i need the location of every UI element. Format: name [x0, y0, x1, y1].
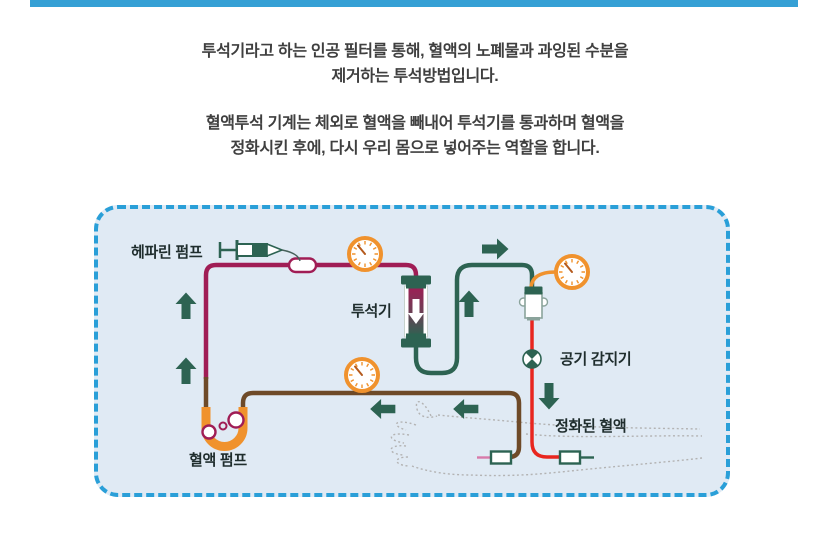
flow-arrow-up-icon [175, 357, 197, 384]
label-purified-blood: 정화된 혈액 [555, 417, 626, 435]
flow-arrow-left-icon [370, 399, 396, 419]
injection-port-icon [287, 257, 318, 274]
label-heparin-pump: 헤파린 펌프 [131, 243, 203, 261]
dialyzer-icon [401, 275, 431, 348]
arterial-line-crimson [203, 262, 419, 379]
hemodialysis-diagram-panel: 헤파린 펌프 투석기 공기 감지기 정화된 혈액 혈액 펌프 [94, 205, 730, 497]
label-air-detector: 공기 감지기 [560, 350, 631, 368]
flow-arrow-right-icon [482, 238, 509, 260]
intro-paragraph-2: 혈액투석 기계는 체외로 혈액을 빼내어 투석기를 통과하며 혈액을 정화시킨 … [0, 111, 830, 161]
intro-paragraph-1-line-2: 제거하는 투석방법입니다. [331, 68, 499, 85]
flow-arrow-up-icon [175, 292, 197, 319]
intro-paragraph-1: 투석기라고 하는 인공 필터를 통해, 혈액의 노폐물과 과잉된 수분을 제거하… [0, 39, 830, 89]
venous-return-line-red [530, 317, 560, 459]
intro-paragraph-2-line-2: 정화시킨 후에, 다시 우리 몸으로 넣어주는 역할을 합니다. [230, 140, 600, 157]
air-detector-valve-icon [522, 349, 542, 369]
label-blood-pump: 혈액 펌프 [189, 451, 247, 469]
arterial-draw-line-brown [240, 390, 522, 460]
pressure-gauge-icon [344, 357, 380, 393]
pressure-gauge-icon [554, 254, 590, 290]
arterial-connector-icon [489, 450, 513, 465]
air-trap-chamber-icon [518, 286, 549, 321]
syringe-icon [218, 240, 301, 262]
hemodialysis-circuit-svg: 헤파린 펌프 투석기 공기 감지기 정화된 혈액 혈액 펌프 [131, 236, 703, 477]
dialyzer-outlet-line-green [413, 262, 535, 376]
gauge-connector-tube-orange [529, 270, 557, 290]
flow-arrow-up-icon [458, 290, 480, 317]
venous-connector-icon [558, 450, 582, 465]
hand-outline-icon [390, 401, 703, 477]
pressure-gauge-icon [347, 236, 383, 272]
flow-arrow-left-icon [453, 399, 479, 419]
intro-paragraph-1-line-1: 투석기라고 하는 인공 필터를 통해, 혈액의 노폐물과 과잉된 수분을 [201, 43, 629, 60]
intro-paragraph-2-line-1: 혈액투석 기계는 체외로 혈액을 빼내어 투석기를 통과하며 혈액을 [205, 115, 625, 132]
blood-pump-rollers-icon [201, 407, 248, 451]
top-accent-bar [30, 0, 798, 7]
flow-arrow-down-icon [538, 383, 560, 410]
label-dialyzer: 투석기 [351, 302, 392, 320]
